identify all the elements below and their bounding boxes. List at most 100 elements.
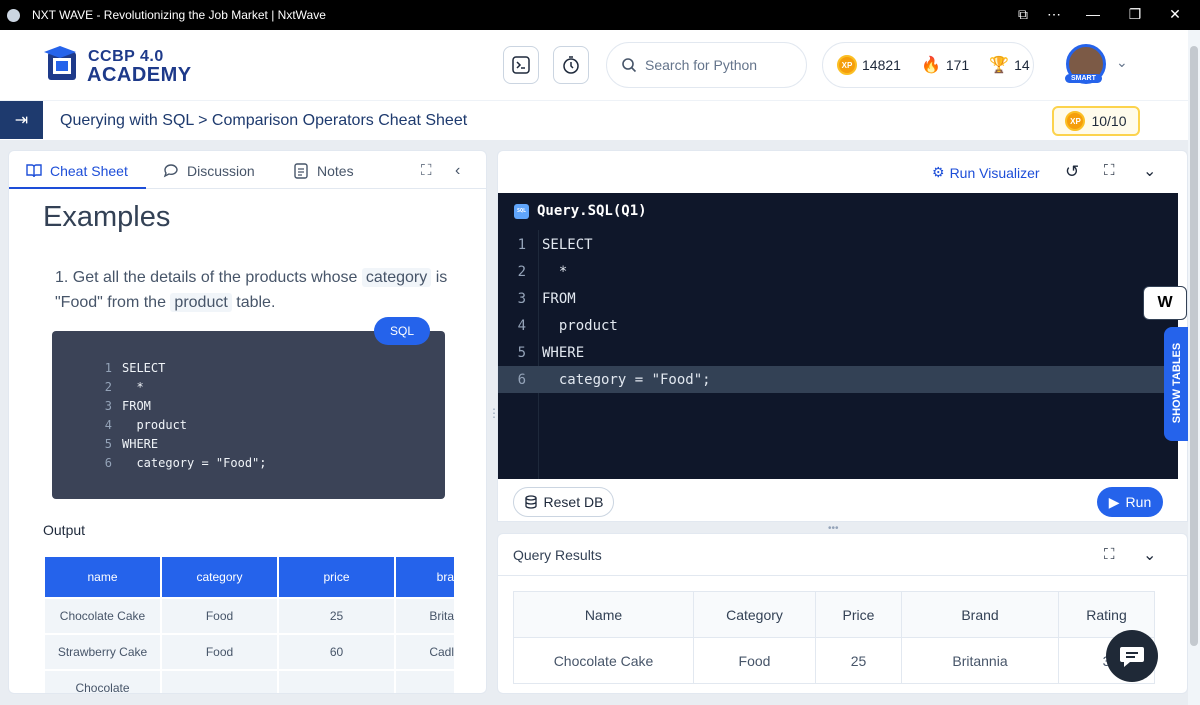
restore-button[interactable]: ❐	[1128, 6, 1142, 22]
academy-logo-icon[interactable]	[42, 44, 80, 82]
brand-line-1: CCBP 4.0	[88, 48, 164, 65]
scrollbar-thumb[interactable]	[1190, 46, 1198, 646]
sql-badge[interactable]: SQL	[374, 317, 430, 345]
chat-bubble-icon	[163, 164, 178, 178]
inline-code: category	[361, 268, 432, 287]
results-title: Query Results	[513, 547, 602, 563]
column-header: Price	[815, 591, 902, 638]
terminal-button[interactable]	[503, 46, 539, 84]
run-button[interactable]: ▶ Run	[1097, 487, 1163, 517]
code-line: 4 product	[104, 418, 188, 432]
reset-db-button[interactable]: Reset DB	[513, 487, 614, 517]
reset-db-label: Reset DB	[543, 494, 604, 510]
brand-line-2: ACADEMY	[87, 64, 192, 86]
section-heading: Examples	[43, 201, 171, 233]
xp-coin-icon: XP	[837, 55, 857, 75]
column-header: name	[45, 557, 160, 597]
editor-line[interactable]: 2 *	[517, 264, 568, 280]
column-header: bra	[396, 557, 454, 597]
editor-toolbar: ⚙ Run Visualizer ↺ ⛶ ⌄	[498, 151, 1187, 193]
chevron-down-icon[interactable]: ⌄	[1143, 547, 1157, 564]
minimize-button[interactable]: —	[1086, 6, 1100, 22]
run-visualizer-button[interactable]: ⚙ Run Visualizer	[932, 164, 1040, 181]
search-placeholder: Search for Python	[645, 57, 758, 73]
tab-cheat-sheet[interactable]: Cheat Sheet	[25, 162, 128, 180]
editor-title: SQL Query.SQL(Q1)	[514, 203, 647, 219]
divider	[498, 575, 1187, 576]
table-row: Chocolate	[45, 671, 454, 693]
chat-support-button[interactable]	[1106, 630, 1158, 682]
score-badge: XP 10/10	[1052, 106, 1140, 136]
trophy-stat[interactable]: 🏆14	[989, 55, 1030, 75]
app-install-icon[interactable]: ⧉	[1018, 6, 1028, 22]
column-header: Brand	[901, 591, 1059, 638]
run-visualizer-label: Run Visualizer	[949, 164, 1040, 181]
xp-coin-icon: XP	[1065, 111, 1086, 131]
streak-count: 171	[945, 57, 970, 73]
chevron-down-icon[interactable]: ⌄	[1143, 163, 1157, 180]
output-label: Output	[43, 522, 86, 538]
example-question: 1. Get all the details of the products w…	[55, 268, 448, 312]
results-table: Name Category Price Brand Rating Chocola…	[513, 591, 1155, 684]
expand-icon[interactable]: ⛶	[1104, 546, 1115, 563]
fire-icon: 🔥	[920, 57, 941, 74]
notes-icon	[294, 163, 308, 179]
expand-icon[interactable]: ⛶	[1104, 162, 1115, 179]
chat-icon	[1120, 647, 1144, 667]
tab-discussion[interactable]: Discussion	[162, 162, 255, 180]
code-line: 6 category = "Food";	[104, 456, 267, 470]
database-icon	[524, 495, 537, 509]
column-header: price	[279, 557, 394, 597]
play-icon: ▶	[1108, 493, 1120, 510]
breadcrumb: Querying with SQL > Comparison Operators…	[60, 112, 468, 129]
query-results-panel: Query Results ⛶ ⌄ Name Category Price Br…	[497, 533, 1188, 694]
active-tab-indicator	[9, 187, 146, 189]
timer-button[interactable]	[553, 46, 589, 84]
tab-label: Notes	[317, 163, 354, 179]
score-value: 10/10	[1091, 113, 1127, 129]
undo-icon[interactable]: ↺	[1065, 162, 1080, 181]
column-header: Name	[513, 591, 694, 638]
sql-file-icon: SQL	[514, 203, 529, 219]
editor-filename: Query.SQL(Q1)	[537, 203, 647, 219]
show-tables-button[interactable]: SHOW TABLES	[1164, 327, 1188, 441]
run-label: Run	[1125, 494, 1152, 510]
table-row: Strawberry Cake Food 60 Cadl	[45, 635, 454, 669]
more-options-icon[interactable]: ⋯	[1047, 6, 1061, 22]
tab-notes[interactable]: Notes	[292, 162, 354, 180]
window-titlebar: NXT WAVE - Revolutionizing the Job Marke…	[0, 0, 1200, 30]
window-title: NXT WAVE - Revolutionizing the Job Marke…	[32, 8, 326, 22]
panel-resize-handle[interactable]: •••	[828, 523, 839, 534]
table-row: Chocolate Cake Food 25 Britannia 3	[513, 637, 1155, 684]
left-tabs: Cheat Sheet Discussion Notes ⛶ ‹	[9, 151, 486, 189]
close-button[interactable]: ✕	[1169, 6, 1181, 22]
trophy-count: 14	[1014, 57, 1030, 73]
tab-label: Discussion	[187, 163, 255, 179]
search-input[interactable]: Search for Python	[606, 42, 807, 88]
cheat-sheet-panel: Cheat Sheet Discussion Notes ⛶ ‹ Example…	[8, 150, 487, 694]
inline-code: product	[170, 293, 232, 312]
streak-stat[interactable]: 🔥171	[921, 55, 969, 75]
avatar-badge: SMART	[1065, 74, 1102, 83]
chevron-left-icon[interactable]: ‹	[455, 162, 461, 179]
show-tables-label: SHOW TABLES	[1171, 342, 1183, 424]
sidebar-toggle-icon[interactable]: ⇥	[0, 101, 43, 139]
code-line: 2 *	[104, 380, 144, 394]
browser-logo-icon	[7, 9, 20, 22]
breadcrumb-bar: ⇥ Querying with SQL > Comparison Operato…	[0, 100, 1188, 140]
expand-icon[interactable]: ⛶	[421, 162, 432, 179]
chevron-down-icon[interactable]: ⌄	[1116, 54, 1128, 70]
editor-line-active[interactable]: 6 category = "Food";	[498, 366, 1178, 393]
w-extension-button[interactable]: W	[1143, 286, 1187, 320]
editor-line[interactable]: 4 product	[517, 318, 618, 334]
